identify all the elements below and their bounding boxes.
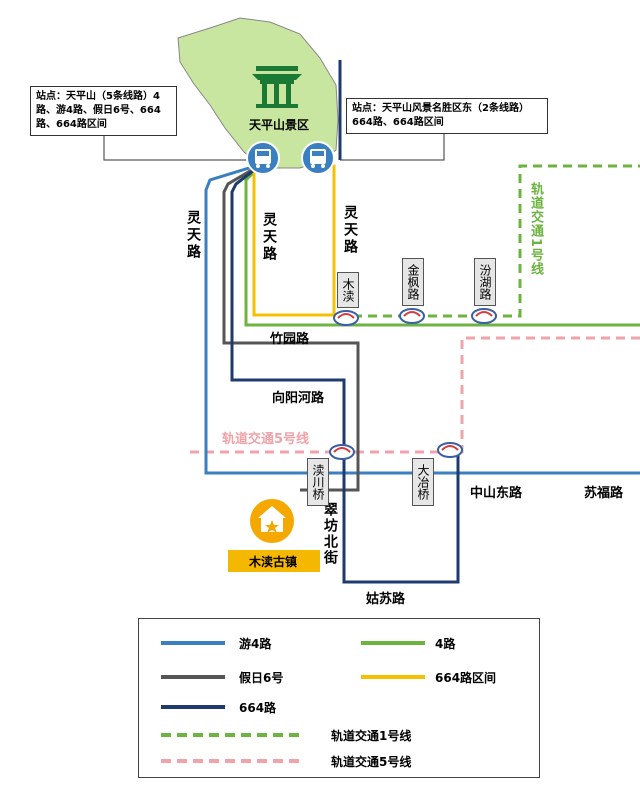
pointer-right: [340, 130, 445, 161]
road-zhuyuan: 竹园路: [270, 332, 310, 347]
road-zhongshandong: 中山东路: [470, 486, 523, 501]
legend-label-jiari6: 假日6号: [239, 671, 284, 685]
route-jiari6-path: [222, 162, 360, 492]
info-box-left: 站点：天平山（5条线路）4路、游4路、假日6号、664路、664路区间: [30, 86, 177, 136]
road-lingtian-1: 灵天路: [185, 210, 201, 261]
station-fenhu: 汾湖路: [474, 258, 496, 306]
mudu-ancient-town-icon: [250, 499, 294, 543]
metro-line-1-path: [338, 164, 640, 318]
route-4-path: [244, 162, 640, 327]
info-box-right: 站点：天平山风景名胜区东（2条线路）664路、664路区间: [346, 98, 548, 134]
legend-label-664: 664路: [239, 701, 277, 715]
legend-label-metro1: 轨道交通1号线: [331, 729, 412, 743]
legend-swatch-metro1: [161, 733, 301, 737]
legend-swatch-metro5: [161, 759, 301, 763]
legend-swatch-you4: [161, 641, 225, 645]
legend-swatch-jiari6: [161, 675, 225, 679]
road-cuifang: 翠坊北街: [322, 502, 338, 566]
legend: 游4路 4路 假日6号 664路区间 664路 轨道交通1号线 轨道交通5号线: [138, 618, 540, 778]
metro-icon-mudu: [333, 310, 359, 326]
metro-line-1-label: 轨道交通1号线: [528, 182, 543, 277]
road-lingtian-3: 灵天路: [342, 205, 358, 256]
legend-label-664q: 664路区间: [435, 671, 497, 685]
station-dayeqiao: 大冶桥: [412, 458, 434, 506]
metro-icon-dayeqiao: [437, 442, 463, 458]
station-jinfeng: 金枫路: [402, 258, 424, 306]
road-sufu: 苏福路: [584, 486, 624, 501]
scenic-area-label: 天平山景区: [249, 118, 310, 132]
mudu-ancient-town-banner: [228, 550, 320, 572]
road-lingtian-2: 灵天路: [261, 212, 277, 263]
metro-icon-duchuanqiao: [329, 444, 355, 460]
legend-label-4: 4路: [435, 637, 456, 651]
metro-line-5-path: [190, 336, 640, 454]
legend-swatch-664: [161, 705, 225, 709]
metro-icon-jinfeng: [399, 308, 425, 324]
station-duchuanqiao: 渎川桥: [307, 458, 329, 506]
metro-line-5-label: 轨道交通5号线: [222, 432, 310, 447]
legend-label-metro5: 轨道交通5号线: [331, 755, 412, 769]
bus-stop-icon-left: [246, 141, 280, 175]
bus-stop-icon-right: [301, 141, 335, 175]
legend-swatch-664q: [361, 675, 425, 679]
metro-icon-fenhu: [471, 308, 497, 324]
legend-label-you4: 游4路: [239, 637, 272, 651]
pointer-left: [103, 130, 250, 161]
legend-swatch-4: [361, 641, 425, 645]
road-gusu: 姑苏路: [366, 592, 406, 607]
station-mudu: 木渎: [337, 272, 359, 308]
route-you4-path: [204, 162, 640, 475]
temple-icon: [252, 66, 302, 108]
landmark-label: 木渎古镇: [249, 555, 298, 569]
route-664-path: [230, 60, 460, 584]
road-xiangyanghe: 向阳河路: [272, 391, 325, 406]
